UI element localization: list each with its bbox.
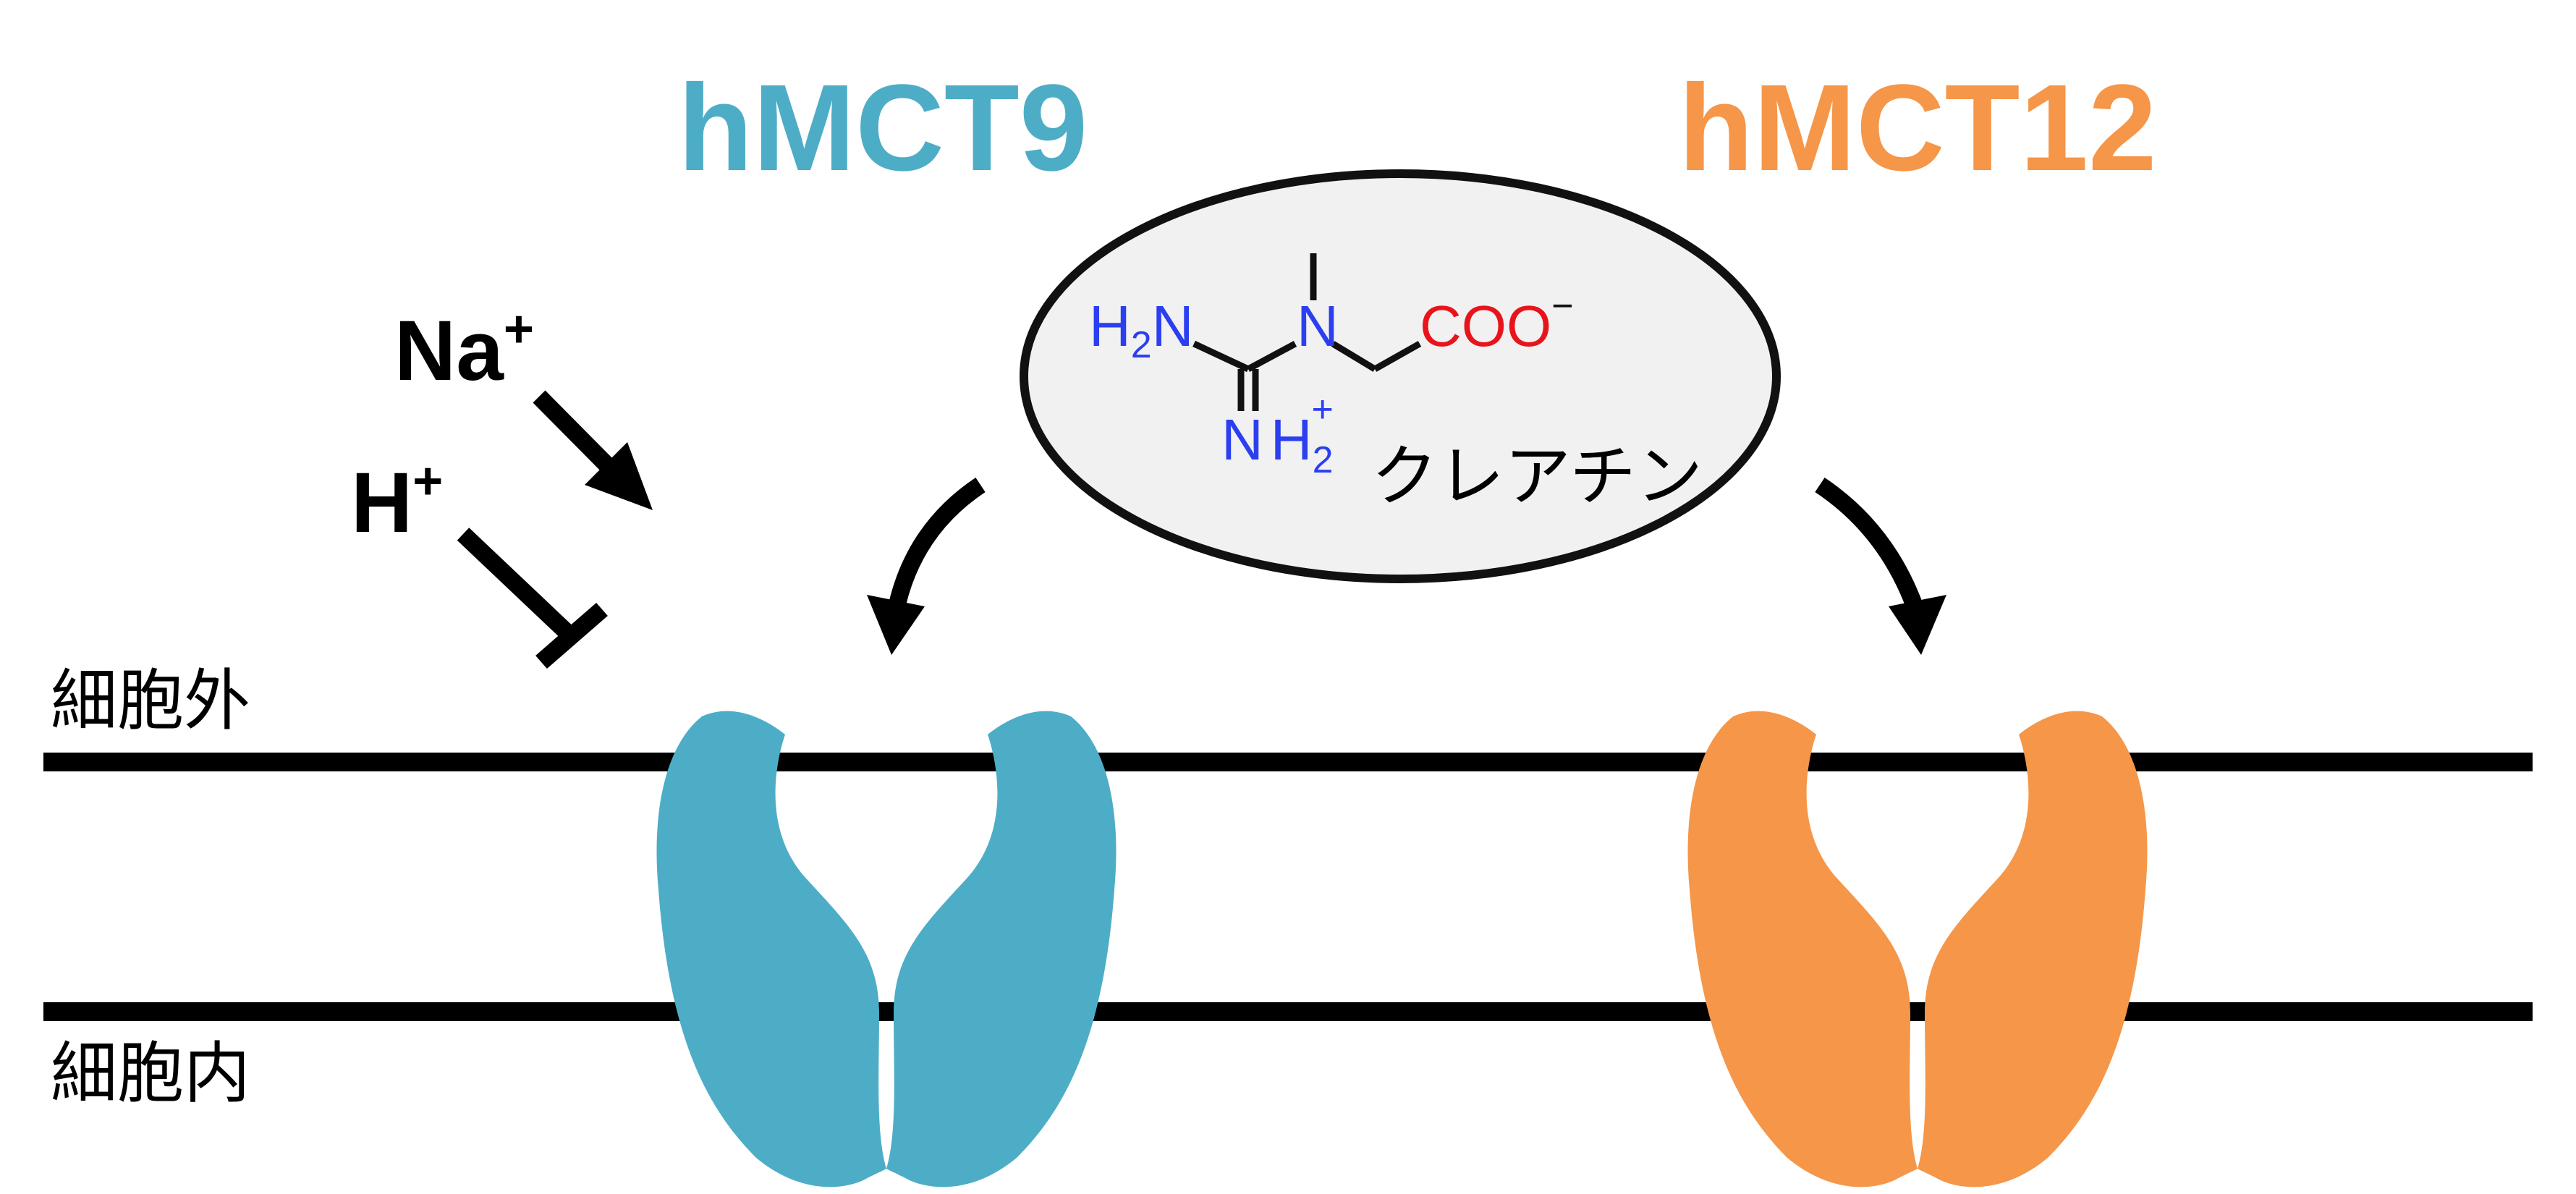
hmct9-title: hMCT9	[678, 59, 1088, 197]
intracellular-label: 細胞内	[51, 1035, 250, 1112]
carbon-nitrogen-bond	[1246, 341, 1297, 372]
creatine-name-label: クレアチン	[1371, 438, 1703, 515]
inner-membrane-line	[43, 1002, 2533, 1021]
hmct12-transport-arrow	[1815, 478, 1946, 655]
extracellular-label: 細胞外	[51, 662, 250, 740]
hmct12-title: hMCT12	[1678, 59, 2156, 197]
sodium-activation-arrow	[533, 390, 653, 510]
methylene-carboxyl-bond	[1373, 341, 1422, 372]
proton-inhibition-symbol	[457, 528, 608, 669]
carboxylate-label: COO−	[1420, 285, 1574, 358]
proton-charge: +	[412, 452, 443, 510]
sodium-symbol: Na	[394, 303, 504, 399]
hmct9-transporter-shape	[656, 711, 1117, 1187]
substrate-ellipse	[1020, 169, 1781, 583]
hmct9-transport-arrow	[867, 478, 986, 655]
sodium-ion-label: Na+	[394, 300, 534, 399]
hmct12-transporter-shape	[1687, 711, 2148, 1187]
amino-group-label: H2N	[1089, 294, 1193, 366]
outer-membrane-line	[43, 753, 2533, 771]
nitrogen-methylene-bond	[1331, 341, 1377, 372]
proton-symbol: H	[351, 455, 412, 551]
central-nitrogen-label: N	[1297, 294, 1339, 358]
proton-label: H+	[351, 452, 443, 551]
sodium-charge: +	[504, 300, 534, 358]
amino-carbon-bond	[1192, 340, 1250, 373]
